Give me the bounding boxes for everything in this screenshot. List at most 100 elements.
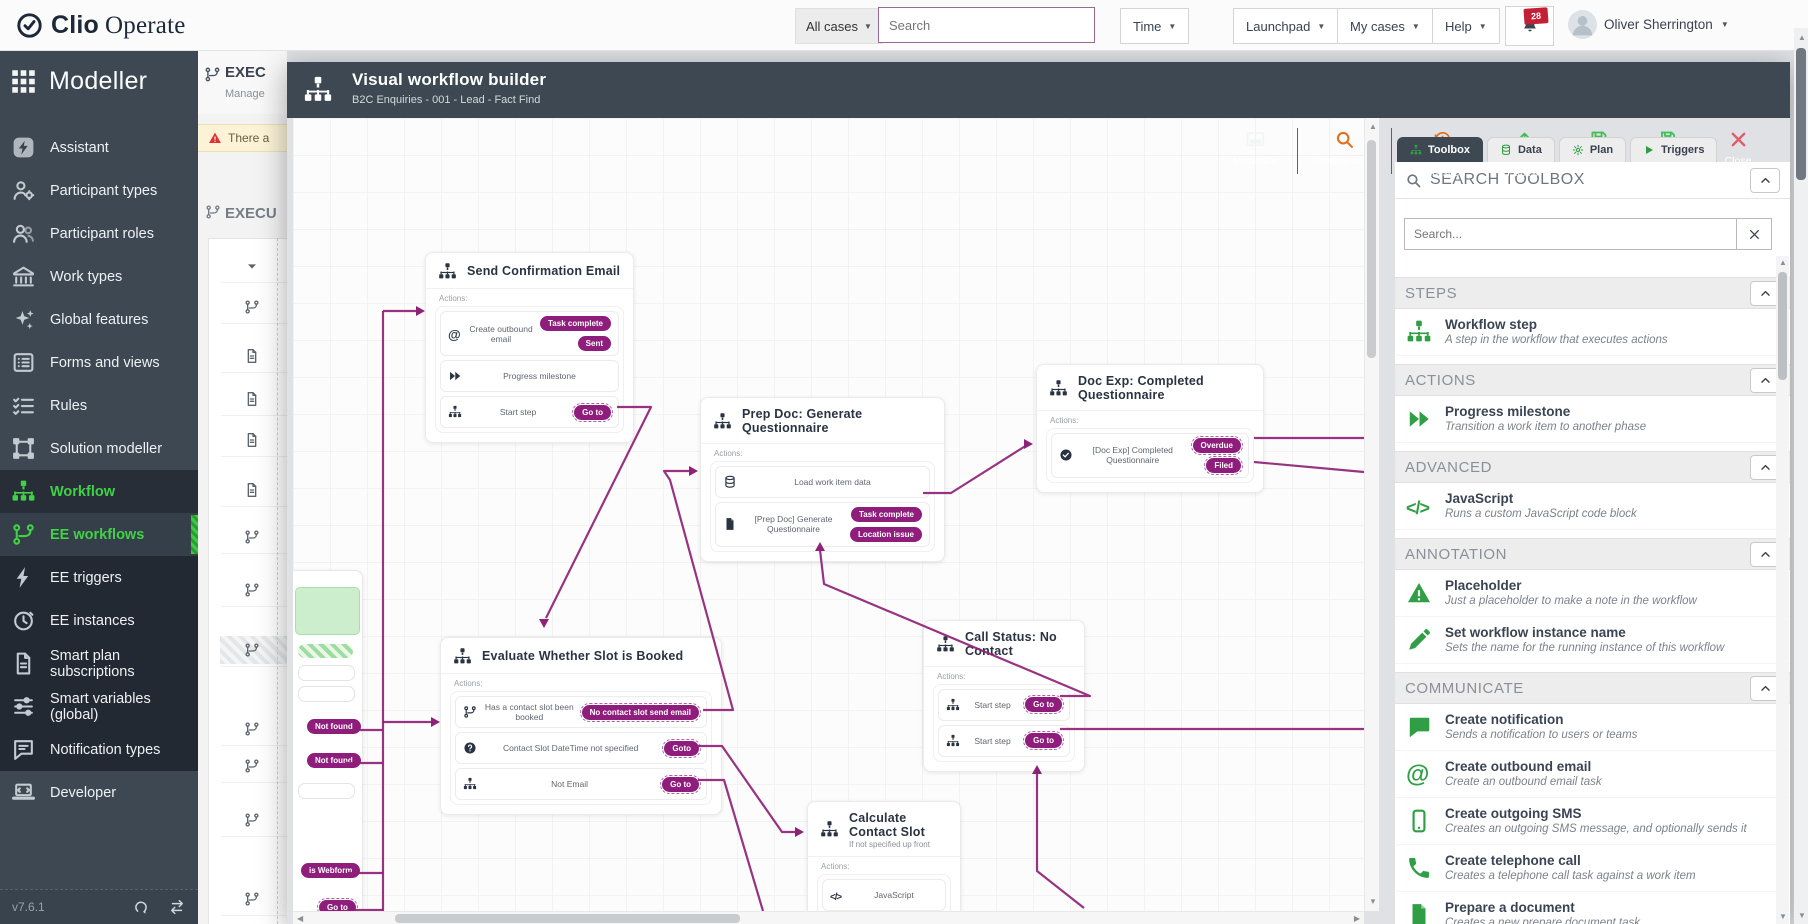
canvas-horizontal-scrollbar[interactable]: ◀ ▶: [293, 911, 1364, 924]
my-cases-button[interactable]: My cases▼: [1337, 8, 1433, 44]
sidebar-item-ee-workflows[interactable]: EE workflows: [0, 513, 198, 556]
badge-goto[interactable]: Goto: [661, 738, 702, 758]
toolbox-scrollbar[interactable]: ▲ ▼: [1776, 256, 1789, 924]
badge-task-complete[interactable]: Task complete: [851, 506, 922, 522]
time-button[interactable]: Time▼: [1120, 8, 1190, 44]
scroll-up-icon[interactable]: ▲: [1369, 122, 1377, 131]
branch-icon[interactable]: [244, 642, 260, 658]
sidebar-item-participant-roles[interactable]: Participant roles: [0, 212, 198, 255]
sidebar-item-assistant[interactable]: Assistant: [0, 126, 198, 169]
global-search-input[interactable]: [879, 8, 1114, 42]
sidebar-item-notification-types[interactable]: Notification types: [0, 728, 198, 771]
scroll-up-icon[interactable]: ▲: [1779, 258, 1787, 267]
branch-icon[interactable]: [244, 529, 260, 545]
sidebar-item-work-types[interactable]: Work types: [0, 255, 198, 298]
striped-action[interactable]: [298, 644, 353, 658]
collapse-section-button[interactable]: [1750, 280, 1780, 306]
sidebar-item-ee-triggers[interactable]: EE triggers: [0, 556, 198, 599]
tab-triggers[interactable]: Triggers: [1630, 137, 1718, 162]
sidebar-item-developer[interactable]: Developer: [0, 771, 198, 814]
sidebar-item-participant-types[interactable]: Participant types: [0, 169, 198, 212]
node-header[interactable]: Evaluate Whether Slot is Booked: [441, 638, 721, 674]
badge-location-issue[interactable]: Location issue: [849, 526, 922, 542]
tab-plan[interactable]: Plan: [1558, 137, 1627, 162]
action-fragment[interactable]: [298, 783, 355, 799]
badge-task-complete[interactable]: Task complete: [540, 316, 611, 331]
doc-icon[interactable]: [244, 482, 260, 498]
maximise-button[interactable]: Maximise: [1227, 126, 1283, 167]
action-fragment[interactable]: [298, 686, 355, 702]
page-scrollbar[interactable]: ▲ ▼: [1794, 28, 1808, 924]
branch-icon[interactable]: [244, 891, 260, 907]
branch-icon[interactable]: [244, 582, 260, 598]
sidebar-item-smart-variables-global-[interactable]: Smart variables (global): [0, 685, 198, 728]
tab-data[interactable]: Data: [1486, 137, 1555, 162]
node-header[interactable]: Prep Doc: Generate Questionnaire: [701, 398, 944, 444]
scrollbar-thumb[interactable]: [1367, 140, 1376, 358]
node-header[interactable]: Send Confirmation Email: [426, 253, 633, 289]
badge-go-to[interactable]: Go to: [1022, 730, 1065, 751]
badge-overdue[interactable]: Overdue: [1190, 435, 1244, 456]
collapse-section-button[interactable]: [1750, 367, 1780, 393]
sidebar-item-ee-instances[interactable]: EE instances: [0, 599, 198, 642]
clear-search-button[interactable]: [1736, 219, 1771, 249]
doc-icon[interactable]: [244, 432, 260, 448]
badge-filed[interactable]: Filed: [1203, 455, 1244, 476]
badge-is-webform[interactable]: is Webform: [301, 863, 361, 878]
panel-divider[interactable]: [277, 238, 278, 924]
scroll-right-icon[interactable]: ▶: [1353, 914, 1360, 923]
swap-icon[interactable]: [168, 898, 186, 916]
node-header[interactable]: Call Status: No Contact: [924, 621, 1084, 667]
scrollbar-thumb[interactable]: [1778, 272, 1787, 380]
sidebar-item-global-features[interactable]: Global features: [0, 298, 198, 341]
node-header[interactable]: Doc Exp: Completed Questionnaire: [1037, 365, 1263, 411]
case-scope-dropdown[interactable]: All cases ▼: [795, 8, 883, 44]
avatar[interactable]: [1568, 10, 1597, 39]
badge-go-to[interactable]: Go to: [1022, 694, 1065, 715]
branch-icon[interactable]: [244, 721, 260, 737]
scrollbar-thumb[interactable]: [395, 914, 740, 923]
highlighted-action[interactable]: [295, 587, 360, 635]
badge-no-contact-slot-send-email[interactable]: No contact slot send email: [579, 702, 702, 722]
branch-icon[interactable]: [244, 299, 260, 315]
badge-go-to[interactable]: Go to: [659, 774, 702, 794]
sidebar-item-forms-and-views[interactable]: Forms and views: [0, 341, 198, 384]
action-row-progress-milestone[interactable]: Progress milestone: [440, 360, 619, 392]
preview-script-button[interactable]: Preview script: [1312, 126, 1377, 167]
sidebar-item-solution-modeller[interactable]: Solution modeller: [0, 427, 198, 470]
tab-toolbox[interactable]: Toolbox: [1397, 137, 1483, 162]
branch-icon[interactable]: [244, 758, 260, 774]
collapse-search-button[interactable]: [1750, 167, 1780, 193]
badge-sent[interactable]: Sent: [577, 336, 611, 351]
caret-down-icon[interactable]: [244, 258, 260, 274]
badge-go-to[interactable]: Go to: [316, 897, 359, 911]
scroll-up-icon[interactable]: ▲: [1798, 33, 1806, 42]
action-row-load-work-item-data[interactable]: Load work item data: [715, 465, 930, 498]
badge-not-found[interactable]: Not found: [307, 719, 361, 734]
scroll-down-icon[interactable]: ▼: [1369, 897, 1377, 906]
doc-icon[interactable]: [244, 391, 260, 407]
